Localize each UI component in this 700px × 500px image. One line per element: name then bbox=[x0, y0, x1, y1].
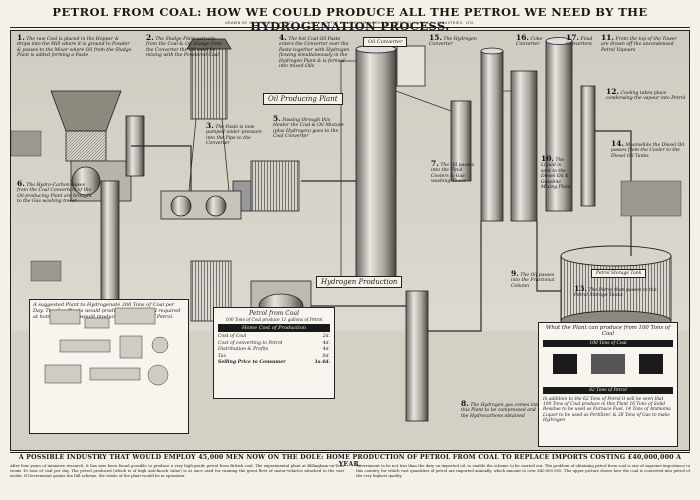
caption-rule bbox=[10, 452, 690, 453]
yield-band-coal: 100 Tons of Coal bbox=[543, 340, 673, 347]
cost-subtitle: 100 Tons of Coal produce 11 gallons of P… bbox=[225, 317, 323, 322]
oil-producing-plate: Oil Producing Plant bbox=[263, 93, 343, 105]
callout-9: 9. The Oil passes into the Fractional Co… bbox=[511, 269, 555, 289]
yield-table: What the Plant can produce from 100 Tons… bbox=[538, 322, 678, 447]
yield-band-petrol: 62 Tons of Petrol bbox=[543, 387, 673, 394]
inset-plant-plan: A suggested Plant to Hydrogenate 200 Ton… bbox=[29, 299, 189, 434]
plan-drawing bbox=[44, 307, 169, 386]
page-subtitle: DRAWN BY OUR SPECIAL ARTIST G. H. DAVIS,… bbox=[225, 21, 475, 25]
article-text: After four years of intensive research, … bbox=[10, 464, 690, 498]
article-column-1: After four years of intensive research, … bbox=[10, 464, 344, 478]
callout-10: 10. The Liquid is sent to the Diesel Oil… bbox=[541, 154, 571, 191]
callout-3: 3. The Paste is now pumped under pressur… bbox=[206, 121, 262, 147]
illustration-plate: 1. The raw Coal is placed in the Hopper … bbox=[10, 30, 690, 451]
converter-towers bbox=[340, 37, 596, 422]
callout-13: 13. The Petrol then passes to the Petrol… bbox=[574, 284, 657, 299]
callout-7: 7. The Oil passes into the Final Coolers… bbox=[431, 159, 475, 185]
callout-4: 4. The hot Coal Oil Paste enters the Con… bbox=[279, 33, 350, 70]
callout-2: 2. The Sludge Plant extracts from the Co… bbox=[146, 33, 222, 59]
yield-title: What the Plant can produce from 100 Tons… bbox=[545, 325, 671, 337]
yield-diagram bbox=[553, 354, 663, 374]
callout-6: 6. The Hydro-Carbon Gases from the Coal … bbox=[17, 179, 92, 205]
callout-17: 17. Final Converters bbox=[566, 33, 593, 48]
callout-8: 8. The Hydrogen gas comes into this Plan… bbox=[461, 399, 540, 419]
callout-16: 16. Coke Converter bbox=[516, 33, 543, 48]
callout-11: 11. From the top of the Tower are drawn … bbox=[601, 33, 677, 53]
oil-converter-plate: Oil Converter bbox=[363, 37, 408, 47]
page-title: PETROL FROM COAL: HOW WE COULD PRODUCE A… bbox=[52, 5, 648, 33]
cost-table: Petrol from Coal 100 Tons of Coal produc… bbox=[213, 307, 335, 399]
article-column-2: Government to be not less than the duty … bbox=[356, 464, 690, 478]
callout-15: 15. The Hydrogen Converter bbox=[429, 33, 477, 48]
distant-buildings bbox=[11, 130, 682, 282]
inset-caption: A suggested Plant to Hydrogenate 200 Ton… bbox=[33, 302, 181, 320]
petrol-storage-plate: Petrol Storage Tank bbox=[591, 269, 647, 278]
cost-title: Petrol from Coal bbox=[248, 310, 300, 317]
title-rule bbox=[10, 27, 690, 28]
callout-5: 5. Passing through this Heater the Coal … bbox=[273, 114, 344, 140]
callout-1: 1. The raw Coal is placed in the Hopper … bbox=[17, 33, 132, 59]
yield-text: In addition to the 62 Tons of Petrol it … bbox=[543, 397, 671, 423]
main-caption: A POSSIBLE INDUSTRY THAT WOULD EMPLOY 45… bbox=[18, 454, 682, 468]
callout-14: 14. Meanwhile the Diesel Oil passes from… bbox=[611, 139, 685, 159]
hydrogen-production-plate: Hydrogen Production bbox=[316, 276, 403, 288]
cost-band: Home Cost of Production bbox=[218, 324, 330, 332]
callout-12: 12. Cooling takes place condensing the v… bbox=[606, 87, 686, 102]
